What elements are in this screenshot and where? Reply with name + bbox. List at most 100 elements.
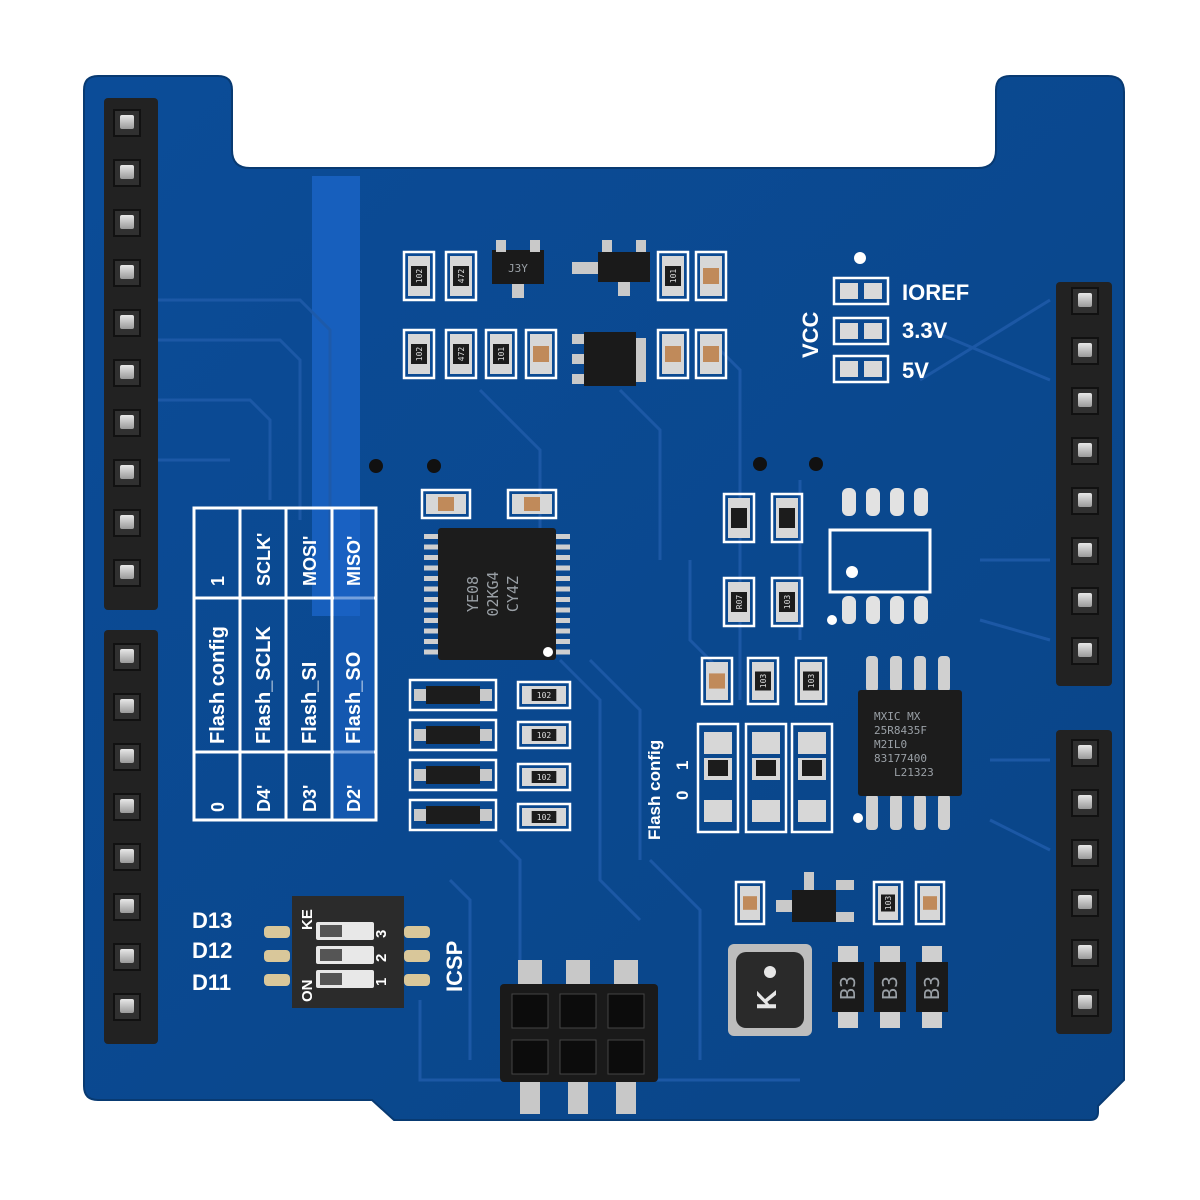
smd-resistor <box>722 492 756 544</box>
smd-resistor: 102 <box>516 802 572 832</box>
smd-resistor: 103 <box>872 880 904 926</box>
resistor-code: 102 <box>537 691 552 700</box>
regulator-marking: J3Y <box>508 262 528 275</box>
vcc-label: VCC <box>798 311 823 358</box>
resistor-code: 472 <box>457 347 466 362</box>
icsp-label: ICSP <box>442 941 467 992</box>
sot23-regulator-1: J3Y <box>492 240 544 298</box>
config-table-cell: D3' <box>300 785 320 812</box>
smd-resistor: 472 <box>444 250 478 302</box>
smd-capacitor <box>694 250 728 302</box>
header-pin <box>1078 593 1092 607</box>
diode-marking: B3 <box>920 976 944 1000</box>
sot23-5-package <box>408 678 498 712</box>
buffer-ic-line3: CY4Z <box>504 576 522 612</box>
ioref-label: IOREF <box>902 280 969 305</box>
diode: B3 <box>832 946 864 1028</box>
zero-ohm-jumper <box>744 722 788 834</box>
header-pin <box>1078 393 1092 407</box>
smd-resistor: 102 <box>516 762 572 792</box>
switch-ke-label: KE <box>299 909 316 930</box>
header-pin <box>120 165 134 179</box>
right-header-top <box>1056 282 1112 686</box>
smd-capacitor <box>656 328 690 380</box>
sot23-transistor <box>776 872 854 922</box>
resistor-code: 101 <box>497 347 506 362</box>
header-pin <box>120 315 134 329</box>
diode-marking: B3 <box>878 976 902 1000</box>
header-pin <box>120 999 134 1013</box>
header-pin <box>120 115 134 129</box>
flash-line3: M2IL0 <box>874 738 907 751</box>
smd-resistor: 472 <box>444 328 478 380</box>
config-table-cell: Flash_SCLK <box>253 626 275 744</box>
resistor-code: 102 <box>415 269 424 284</box>
header-pin <box>1078 343 1092 357</box>
spi-flash-chip: MXIC MX 25R8435F M2IL0 83177400 L21323 <box>853 656 962 830</box>
config-table-cell: Flash_SI <box>299 662 321 744</box>
smd-resistor <box>770 492 804 544</box>
resistor-code: 102 <box>415 347 424 362</box>
header-pin <box>120 215 134 229</box>
smd-resistor: 103 <box>770 576 804 628</box>
header-pin-socket <box>113 409 141 437</box>
resistor-code: 103 <box>783 595 792 610</box>
header-pin <box>1078 845 1092 859</box>
header-pin-socket <box>1071 537 1099 565</box>
header-pin <box>1078 293 1092 307</box>
switch-3-label: 3 <box>373 930 390 938</box>
smd-resistor: 103 <box>746 656 780 706</box>
smd-resistor: 102 <box>516 720 572 750</box>
header-pin <box>120 565 134 579</box>
header-pin-socket <box>113 109 141 137</box>
v33-label: 3.3V <box>902 318 948 343</box>
empty-soic8-footprint <box>827 488 932 625</box>
sot23-5-package <box>408 758 498 792</box>
smd-resistor: R07 <box>722 576 756 628</box>
resistor-code: 102 <box>537 773 552 782</box>
header-pin <box>1078 443 1092 457</box>
flash-config-label: Flash config <box>645 740 664 840</box>
left-header-bottom <box>104 630 158 1044</box>
sot223-regulator <box>572 332 646 386</box>
resistor-code: 103 <box>759 674 768 689</box>
smd-capacitor <box>700 656 734 706</box>
header-pin-socket <box>113 209 141 237</box>
resistor-code: R07 <box>735 595 744 610</box>
header-pin <box>120 749 134 763</box>
right-header-bottom <box>1056 730 1112 1034</box>
config-table-cell: MOSI' <box>300 536 320 586</box>
header-pin <box>120 365 134 379</box>
config-table-cell: Flash_SO <box>343 652 365 744</box>
switch-2-label: 2 <box>373 954 390 962</box>
switch-1-label: 1 <box>373 978 390 986</box>
header-pin <box>120 699 134 713</box>
resistor-code: 103 <box>807 674 816 689</box>
header-pin <box>120 415 134 429</box>
config-table-cell: 0 <box>208 802 228 812</box>
header-pin-socket <box>1071 889 1099 917</box>
header-pin-socket <box>113 693 141 721</box>
flash-config-jumpers: Flash config 0 1 <box>645 722 834 840</box>
header-pin-socket <box>1071 587 1099 615</box>
smd-capacitor <box>914 880 946 926</box>
buffer-ic: YE08 02KG4 CY4Z <box>424 528 570 660</box>
via-holes <box>369 457 823 473</box>
resistor-code: 102 <box>537 731 552 740</box>
jumper-0-label: 0 <box>673 791 692 800</box>
diode: B3 <box>916 946 948 1028</box>
inductor-marking: K <box>751 990 782 1010</box>
smd-capacitor <box>420 488 472 520</box>
sot23-5-package <box>408 718 498 752</box>
header-pin <box>1078 895 1092 909</box>
diode-marking: B3 <box>836 976 860 1000</box>
smd-resistor: 101 <box>656 250 690 302</box>
sot23-regulator-2 <box>572 240 650 296</box>
zero-ohm-jumper <box>696 722 740 834</box>
zero-ohm-jumper <box>790 722 834 834</box>
icsp-header <box>500 960 658 1114</box>
jumper-1-label: 1 <box>673 761 692 770</box>
